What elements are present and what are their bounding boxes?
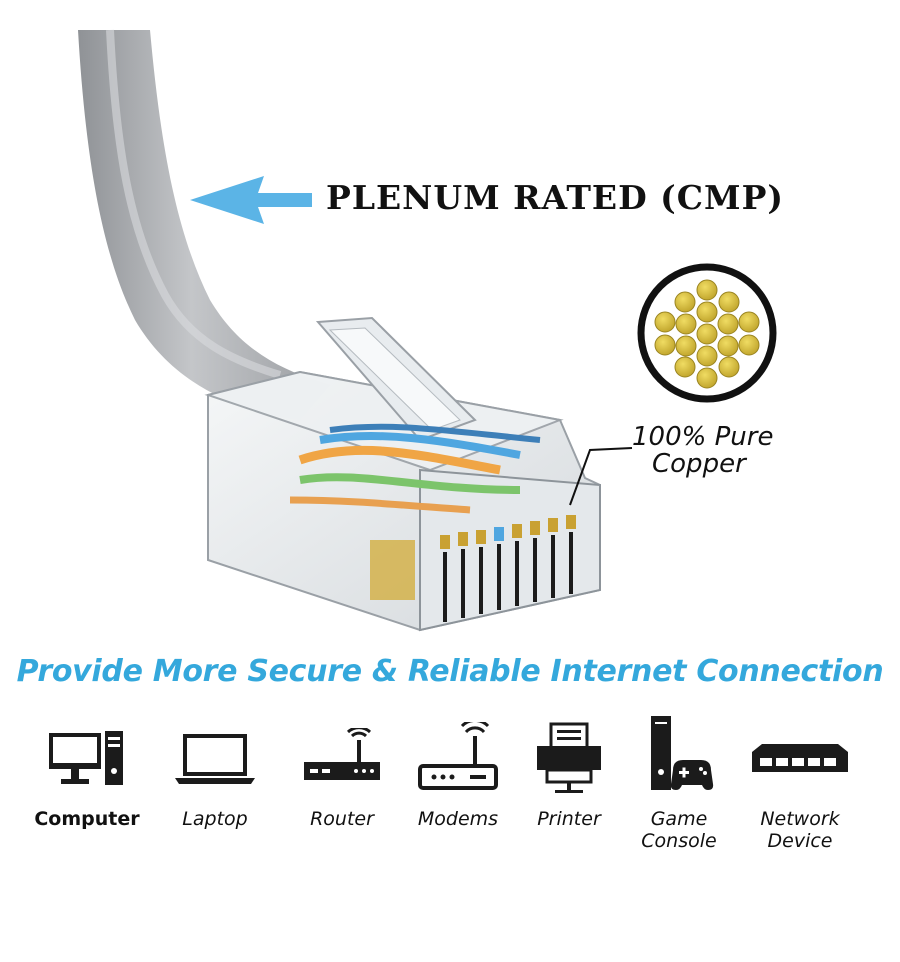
device-label: Laptop (182, 808, 248, 830)
laptop-icon (155, 712, 275, 804)
computer-icon (27, 712, 147, 804)
device-printer: Printer (509, 712, 629, 830)
cable-jacket (78, 30, 330, 420)
copper-callout-line2: Copper (652, 449, 746, 479)
plenum-rating-label: PLENUM RATED (CMP) (326, 178, 785, 217)
rj45-connector-illustration (78, 29, 777, 632)
copper-callout-line1: 100% Pure (632, 422, 774, 452)
copper-cross-section (637, 263, 777, 403)
game-console-icon (619, 712, 739, 804)
copper-callout: 100% Pure Copper (632, 424, 812, 478)
device-computer: Computer (27, 712, 147, 830)
device-network-device: Network Device (740, 712, 860, 852)
device-label: Network Device (760, 808, 840, 852)
device-laptop: Laptop (155, 712, 275, 830)
modem-icon (398, 712, 518, 804)
printer-icon (509, 712, 629, 804)
headline: Provide More Secure & Reliable Internet … (16, 654, 884, 689)
device-modem: Modems (398, 712, 518, 830)
device-label: Printer (537, 808, 601, 830)
arrow-left-icon (190, 176, 312, 224)
device-label: Computer (34, 808, 140, 830)
router-icon (282, 712, 402, 804)
device-router: Router (282, 712, 402, 830)
device-label: Router (310, 808, 374, 830)
device-game-console: Game Console (619, 712, 739, 852)
network-device-icon (740, 712, 860, 804)
device-label: Modems (417, 808, 499, 830)
device-label: Game Console (641, 808, 717, 852)
gold-contacts (440, 515, 576, 622)
